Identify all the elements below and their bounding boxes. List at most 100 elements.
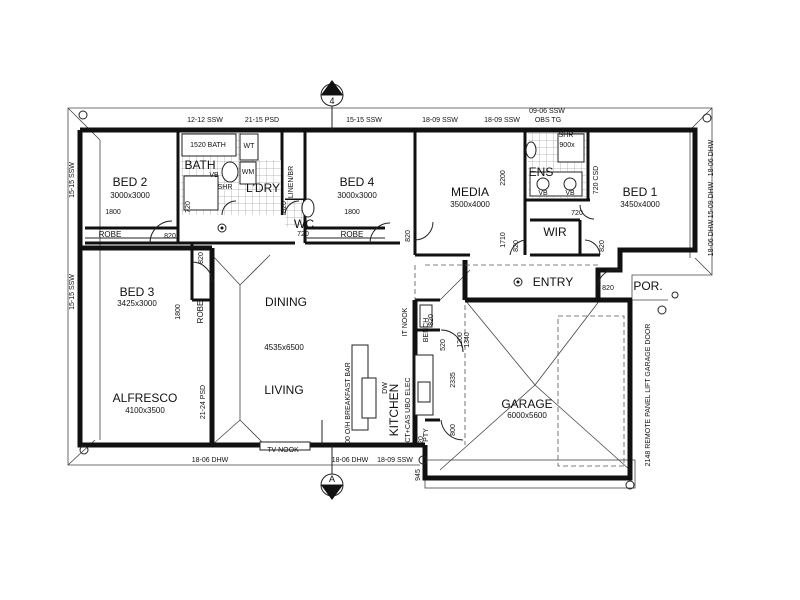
ens-basin-2 bbox=[563, 177, 577, 191]
section-marker-top: A 4 bbox=[320, 80, 344, 130]
section-marker-top-letter: A bbox=[329, 84, 335, 94]
robe-bed2-label: ROBE bbox=[99, 230, 122, 239]
room-media-name: MEDIA bbox=[451, 185, 489, 199]
room-bath-name: BATH bbox=[184, 158, 215, 172]
window-top-3: 15-15 SSW bbox=[346, 117, 382, 124]
shower-label: SHR bbox=[218, 184, 233, 191]
room-entry-name: ENTRY bbox=[533, 275, 573, 289]
dishwasher-label: DW bbox=[382, 382, 389, 394]
doors bbox=[149, 200, 621, 445]
robe-bed4-label: ROBE bbox=[341, 230, 364, 239]
downpipes bbox=[78, 110, 712, 490]
ens-shower-size-label: 900x bbox=[559, 142, 575, 149]
room-bed2-name: BED 2 bbox=[113, 175, 148, 189]
smoke-detector-icon bbox=[513, 277, 523, 287]
wc-toilet bbox=[301, 198, 315, 218]
window-bottom-2: 18-06 DHW bbox=[332, 457, 369, 464]
ens-vb-label-2: VB bbox=[565, 190, 575, 197]
window-top-2: 21-15 PSD bbox=[245, 117, 279, 124]
dim-720-bath: 720 bbox=[185, 201, 192, 213]
ens-shower bbox=[557, 133, 585, 163]
room-living-name: LIVING bbox=[264, 383, 303, 397]
window-ens-csd: 720 CSD bbox=[593, 166, 600, 194]
ens-basin-1 bbox=[536, 177, 550, 191]
tv-nook-label: TV NOOK bbox=[267, 447, 299, 454]
toilet-wt bbox=[239, 133, 259, 161]
window-top-5: 18-09 SSW bbox=[484, 117, 520, 124]
room-garage-name: GARAGE bbox=[501, 397, 552, 411]
dim-820-bed3: 820 bbox=[198, 252, 205, 264]
section-marker-bottom-letter: A bbox=[329, 474, 335, 484]
bathtub bbox=[181, 133, 237, 157]
dim-820-bed2: 820 bbox=[164, 233, 176, 240]
window-top-7: 09-06 SSW bbox=[529, 108, 565, 115]
room-bed4-name: BED 4 bbox=[340, 175, 375, 189]
room-kitchen-name: KITCHEN bbox=[387, 384, 401, 437]
window-top-1: 12-12 SSW bbox=[187, 117, 223, 124]
dim-720-wc: 720 bbox=[297, 231, 309, 238]
washing-machine bbox=[239, 161, 257, 185]
kitchen-equipment-label: CT+CAS UBO ELEC bbox=[405, 377, 412, 442]
window-left-2: 15-15 SSW bbox=[69, 274, 76, 310]
interior-walls bbox=[85, 130, 600, 422]
kitchen-island bbox=[361, 377, 377, 419]
dim-1200: 1200 bbox=[457, 332, 464, 348]
window-right-3: 18-06 DHW bbox=[708, 219, 715, 256]
window-left-3: 21-24 PSD bbox=[200, 385, 207, 419]
room-wir-name: WIR bbox=[543, 225, 567, 239]
cooktop bbox=[417, 381, 431, 403]
it-nook-desk bbox=[419, 304, 433, 328]
dim-2200: 2200 bbox=[500, 170, 507, 186]
bath-vanity bbox=[221, 161, 239, 183]
dim-720-pantry: 720 bbox=[418, 436, 425, 448]
dim-2335: 2335 bbox=[450, 372, 457, 388]
section-marker-bottom-number: 4 bbox=[329, 486, 334, 496]
room-living-size: 4535x6500 bbox=[264, 343, 304, 352]
room-bed1-name: BED 1 bbox=[623, 185, 658, 199]
room-media-size: 3500x4000 bbox=[450, 200, 490, 209]
section-marker-top-number: 4 bbox=[329, 96, 334, 106]
dim-720-ens: 720 bbox=[571, 210, 583, 217]
room-bed3-size: 3425x3000 bbox=[117, 299, 157, 308]
breakfast-bar-label: 300 O/H BREAKFAST BAR bbox=[345, 362, 352, 447]
room-bed3-name: BED 3 bbox=[120, 285, 155, 299]
room-dining-name: DINING bbox=[265, 295, 307, 309]
dim-520: 520 bbox=[440, 339, 447, 351]
window-right-2: 15-09 DHW bbox=[708, 181, 715, 218]
kitchen-fixtures bbox=[259, 304, 434, 451]
dim-1340: 1340 bbox=[464, 332, 471, 348]
it-nook-label: IT NOOK bbox=[402, 307, 409, 336]
room-ens-name: ENS bbox=[529, 165, 554, 179]
bath-shower bbox=[183, 175, 219, 211]
dim-1710: 1710 bbox=[500, 232, 507, 248]
ens-toilet bbox=[525, 141, 537, 159]
room-wc-name: WC bbox=[294, 217, 314, 231]
room-laundry-name: L'DRY bbox=[246, 181, 280, 195]
dim-820-media: 820 bbox=[513, 240, 520, 252]
dashed-lines bbox=[414, 264, 625, 467]
room-bed1-size: 3450x4000 bbox=[620, 200, 660, 209]
bench-label: BENCH bbox=[423, 318, 430, 343]
dim-820-entry: 820 bbox=[602, 285, 614, 292]
vb-label: VB bbox=[209, 172, 219, 179]
room-porch-name: POR. bbox=[633, 279, 662, 293]
room-alfresco-name: ALFRESCO bbox=[113, 391, 178, 405]
dim-820-laundry: 820 bbox=[281, 201, 288, 213]
tv-nook bbox=[259, 441, 311, 451]
dim-820-garage: 820 bbox=[428, 314, 435, 326]
window-bottom-3: 18-09 SSW bbox=[377, 457, 413, 464]
room-bed2-size: 3000x3000 bbox=[110, 191, 150, 200]
dim-800: 800 bbox=[450, 424, 457, 436]
ens-vb-label-1: VB bbox=[538, 190, 548, 197]
room-garage-size: 6000x5600 bbox=[507, 411, 547, 420]
dim-1800-bed2: 1800 bbox=[105, 209, 121, 216]
wm-label: WM bbox=[242, 169, 255, 176]
exterior-walls bbox=[77, 127, 698, 481]
dim-820-wir: 820 bbox=[599, 240, 606, 252]
linen-label: LINEN/BR bbox=[288, 166, 295, 198]
roof-outline bbox=[67, 107, 713, 489]
dim-945: 945 bbox=[415, 469, 422, 481]
garage-door-label: 2148 REMOTE PANEL LIFT GARAGE DOOR bbox=[645, 324, 652, 467]
robe-bed3-label: ROBE bbox=[196, 301, 205, 324]
